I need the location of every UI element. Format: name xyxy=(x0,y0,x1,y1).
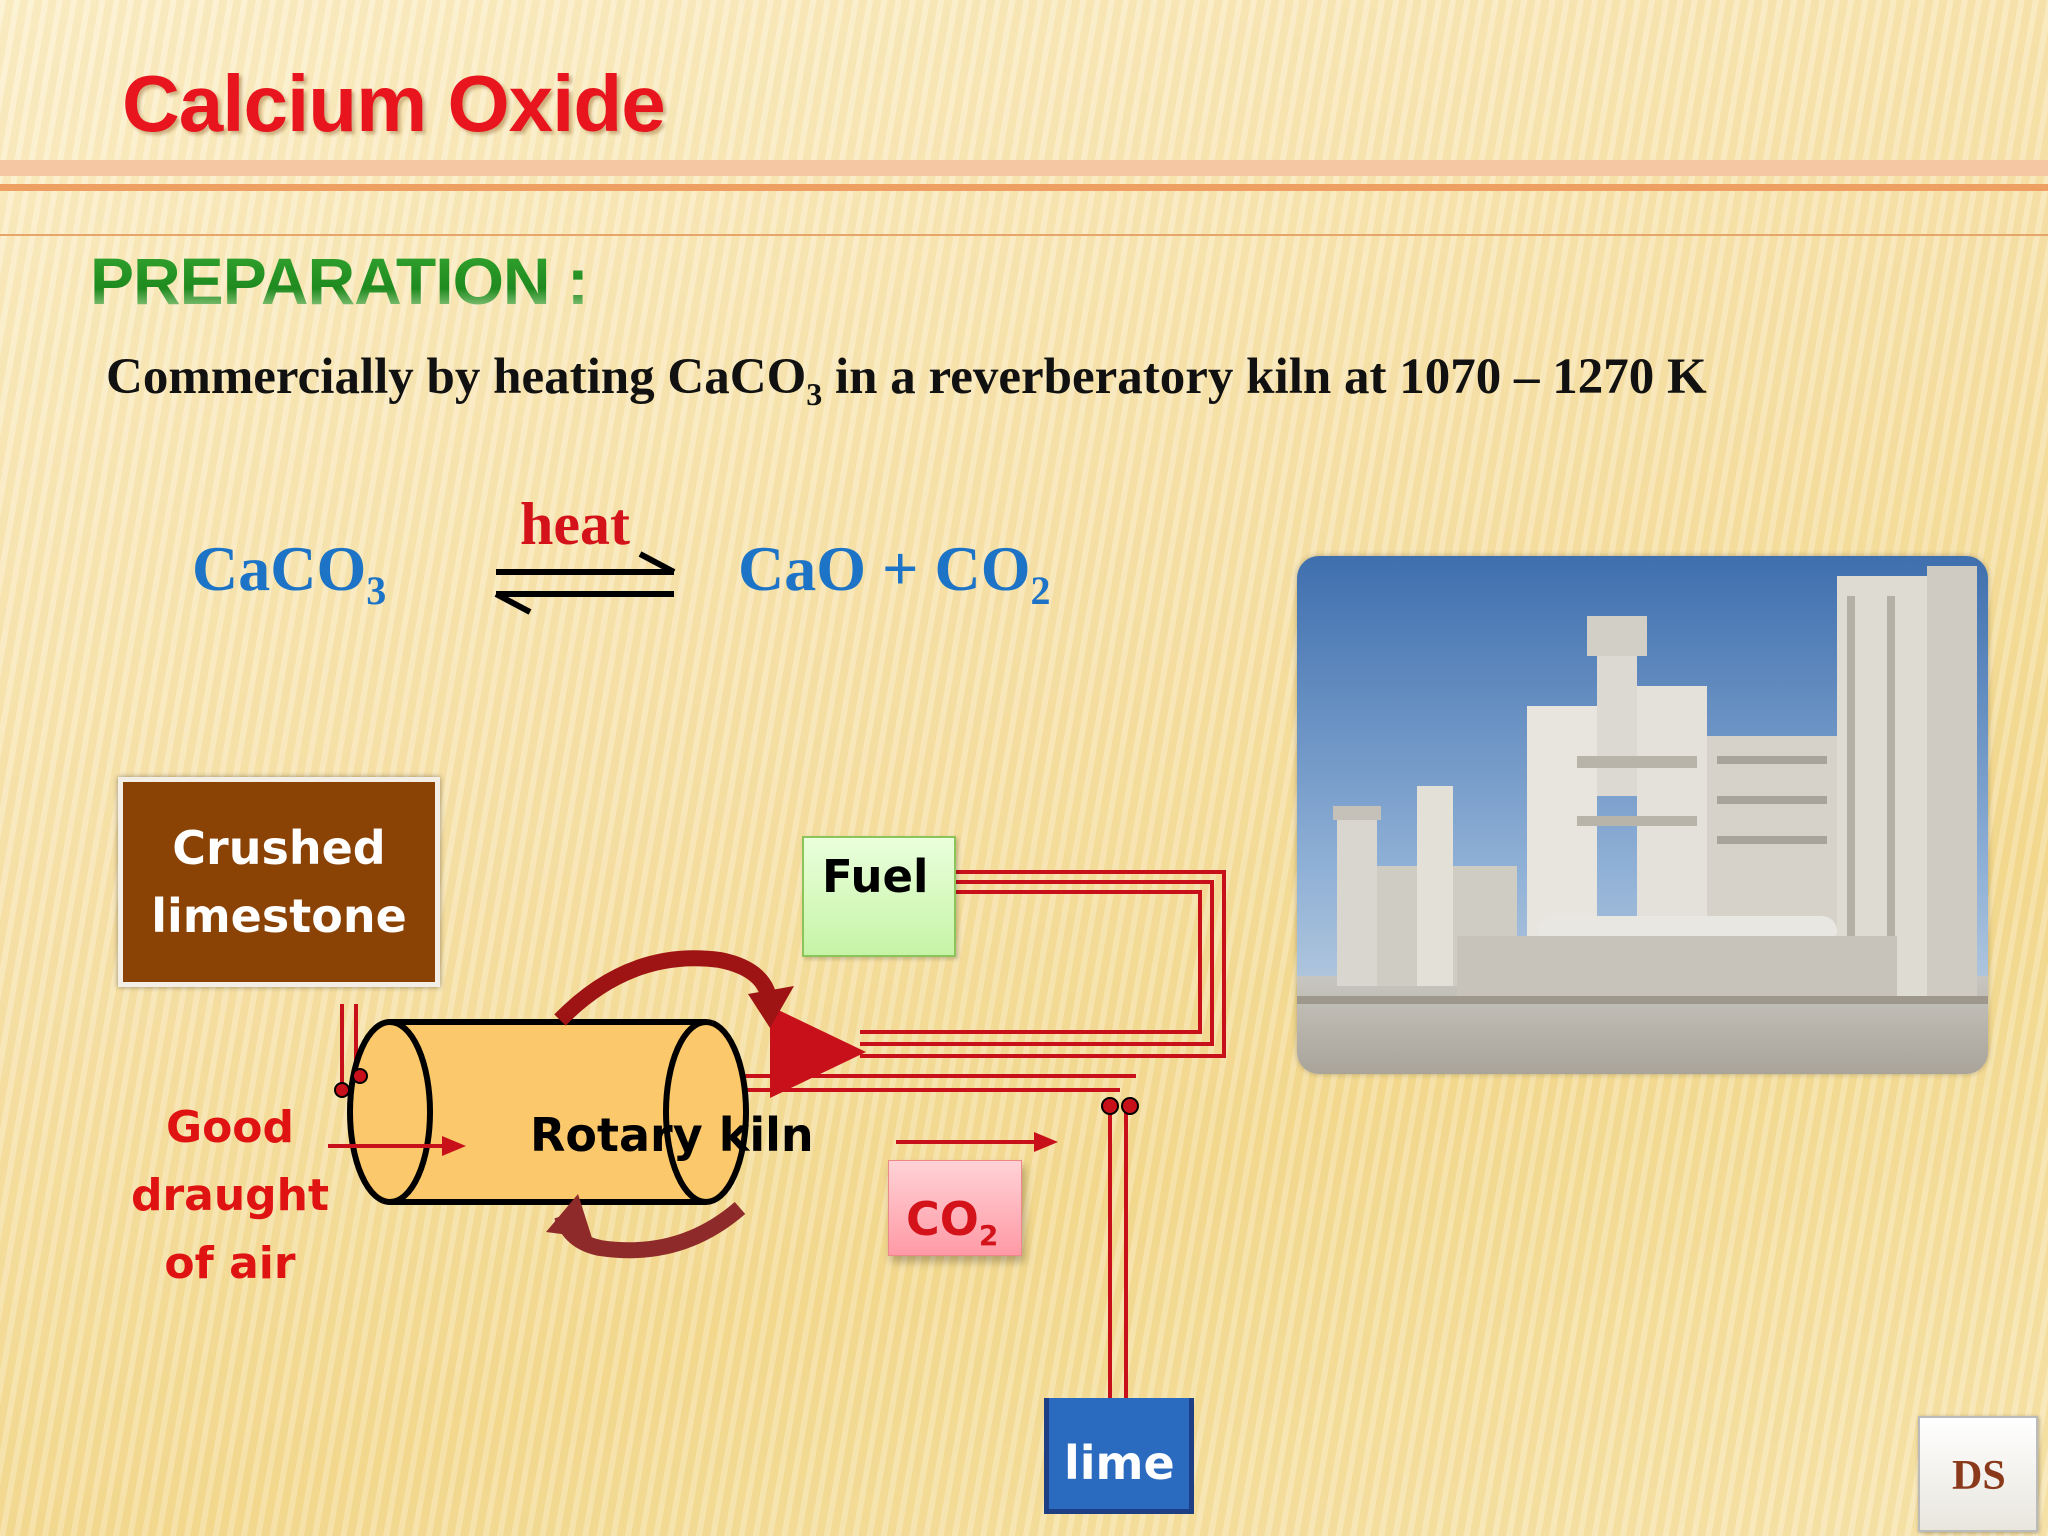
burner-flame-icon xyxy=(770,1006,866,1098)
ds-logo xyxy=(1918,1416,2038,1532)
header-thin-rule xyxy=(0,234,2048,236)
air-draught-label: Good draught of air xyxy=(130,1094,330,1298)
reactant-subscript: 3 xyxy=(366,568,387,613)
junction-dot xyxy=(1101,1097,1119,1115)
products-formula: CaO + CO xyxy=(738,533,1031,604)
fuel-pipe xyxy=(860,870,1226,1058)
description-part2: in a reverberatory kiln at 1070 – 1270 K xyxy=(822,349,1707,405)
equilibrium-arrows-icon xyxy=(494,551,676,615)
process-diagram xyxy=(328,870,1226,1408)
ds-logo-text: DS xyxy=(1952,1453,2006,1499)
junction-dot xyxy=(1121,1097,1139,1115)
fuel-label: Fuel xyxy=(822,850,929,903)
lime-container xyxy=(1044,1398,1194,1514)
kiln-left-end xyxy=(347,1019,433,1205)
crushed-limestone-label: Crushed limestone xyxy=(151,814,407,950)
co2-label: CO2 xyxy=(906,1192,998,1252)
header-band xyxy=(0,160,2048,176)
section-heading: PREPARATION : xyxy=(90,244,589,318)
air-line-2: draught xyxy=(130,1170,330,1221)
slide-title: Calcium Oxide xyxy=(122,59,666,148)
lime-label: lime xyxy=(1064,1436,1175,1490)
fuel-pipe-inner xyxy=(860,880,1214,1046)
rotary-kiln-body xyxy=(390,1022,706,1202)
kiln-right-end xyxy=(663,1019,749,1205)
junction-dot xyxy=(334,1082,350,1098)
co2-subscript: 2 xyxy=(978,1219,999,1252)
equation-reactant: CaCO3 xyxy=(192,532,386,614)
limestone-line-2: limestone xyxy=(151,889,407,943)
limestone-line-1: Crushed xyxy=(172,821,386,875)
fuel-pipe-core xyxy=(860,890,1202,1034)
description-text: Commercially by heating CaCO3 in a rever… xyxy=(106,348,1707,413)
equation-products: CaO + CO2 xyxy=(738,532,1050,614)
co2-box xyxy=(888,1160,1022,1256)
equation-condition: heat xyxy=(520,491,630,557)
factory-image xyxy=(1297,556,1988,1074)
crushed-limestone-box: Crushed limestone xyxy=(118,777,440,987)
air-line-3: of air xyxy=(164,1238,296,1289)
description-part1: Commercially by heating CaCO xyxy=(106,349,807,405)
fuel-box xyxy=(802,836,956,957)
air-line-1: Good xyxy=(165,1102,295,1153)
reactant-formula: CaCO xyxy=(192,533,367,604)
products-subscript: 2 xyxy=(1030,568,1051,613)
rotation-arrow-top-icon xyxy=(554,950,778,1026)
co2-formula: CO xyxy=(906,1192,979,1246)
header-rule xyxy=(0,184,2048,191)
junction-dot xyxy=(352,1068,368,1084)
description-subscript: 3 xyxy=(806,376,823,412)
rotary-kiln-label: Rotary kiln xyxy=(530,1108,814,1162)
kiln-plant-photo xyxy=(1297,556,1988,1074)
